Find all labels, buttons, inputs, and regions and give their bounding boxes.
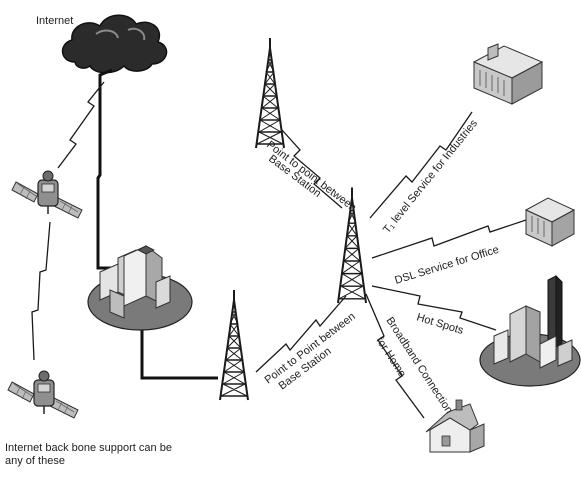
base-station-tower-top-icon	[255, 37, 285, 149]
home-link	[365, 293, 425, 419]
p2p-top-label-line1: Point to point between	[264, 139, 358, 214]
cloud-satellite-link	[57, 81, 105, 169]
backbone-cable	[96, 68, 116, 270]
tower-top-link	[281, 129, 343, 209]
hotspot-city-icon	[479, 274, 581, 387]
internet-cloud-icon	[61, 14, 168, 74]
industry-link	[369, 111, 473, 219]
dsl-service-label: DSL Service for Office	[393, 244, 500, 287]
satellite-bottom-icon	[7, 370, 79, 419]
satellite-top-icon	[11, 170, 83, 219]
home-house-icon	[425, 399, 485, 453]
satellite-satellite-link	[31, 221, 51, 361]
backbone-note-line2: any of these	[5, 455, 65, 467]
industry-building-icon	[472, 43, 544, 105]
office-building-icon	[524, 197, 576, 247]
tower-bottom-link	[255, 295, 347, 373]
base-station-tower-bottom-icon	[219, 289, 249, 401]
city-to-tower-cable	[140, 330, 218, 380]
t1-service-label: T₁ level Service for Industries	[381, 117, 480, 236]
p2p-bottom-label-line1: Point to Point between	[263, 311, 358, 387]
backbone-note-line1: Internet back bone support can be	[5, 442, 172, 454]
hotspots-label: Hot Spots	[415, 311, 465, 337]
city-backbone-icon	[87, 245, 193, 331]
backbone-note: Internet back bone support can be any of…	[5, 442, 235, 468]
hotspot-link	[371, 285, 497, 331]
office-link	[371, 219, 527, 259]
internet-label: Internet	[36, 15, 73, 27]
